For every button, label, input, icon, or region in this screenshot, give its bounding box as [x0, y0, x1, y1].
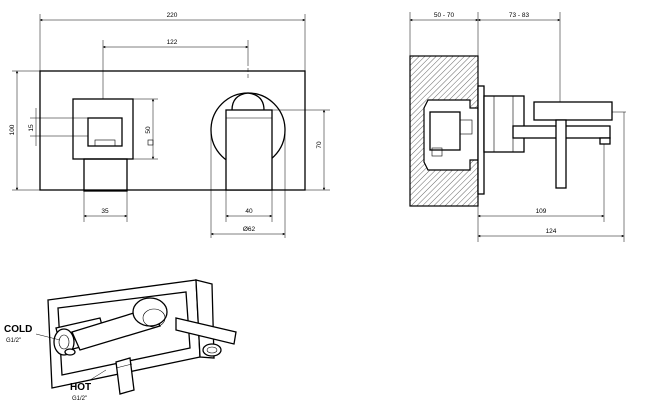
cold-label: COLD: [4, 324, 32, 335]
side-handle-body: [483, 95, 525, 153]
dim-small-square: 50: [145, 126, 152, 134]
hot-label: HOT: [70, 382, 91, 393]
dim-centers: 122: [167, 39, 178, 46]
wall-plate: [39, 70, 306, 191]
iso-cold-cap: [64, 348, 76, 356]
dim-spout-length: 109: [536, 208, 547, 215]
diverter-knob-detail: [94, 139, 116, 147]
side-view: 50 - 70 73 - 83 109 124: [409, 12, 626, 242]
dim-diameter: Ø62: [243, 226, 256, 233]
handle-lever: [225, 109, 273, 191]
dim-bottom-left: 35: [101, 208, 109, 215]
iso-spout-tip: [202, 343, 222, 357]
side-lever-arm: [555, 119, 567, 189]
dim-width-overall: 220: [167, 12, 178, 19]
dim-overall-length: 124: [546, 228, 557, 235]
side-plate: [477, 85, 485, 195]
left-stem: [83, 158, 128, 192]
valve-cartridge: [429, 111, 461, 151]
dim-height-plate: 100: [9, 124, 16, 135]
dim-depth-range-1: 50 - 70: [434, 12, 455, 19]
front-view: 220 122 100 15 50 70 35 40: [9, 12, 330, 238]
side-lever: [533, 101, 613, 121]
dim-left-offset: 15: [28, 124, 35, 132]
cold-thread: G1/2": [6, 338, 21, 344]
hot-thread: G1/2": [72, 396, 87, 402]
diverter-knob: [87, 117, 123, 147]
left-body-square: [72, 98, 134, 160]
spout-tip: [599, 137, 611, 145]
isometric-view: COLD G1/2" HOT G1/2": [4, 279, 237, 402]
iso-spout: [175, 317, 237, 345]
iso-hot-lever: [115, 357, 135, 395]
dim-depth-range-2: 73 - 83: [509, 12, 530, 19]
dim-right-height: 70: [316, 141, 323, 149]
handle-lever-outline: [231, 92, 265, 111]
square-symbol: [147, 139, 154, 146]
iso-handle-disc: [132, 297, 168, 327]
dim-bottom-mid: 40: [245, 208, 253, 215]
